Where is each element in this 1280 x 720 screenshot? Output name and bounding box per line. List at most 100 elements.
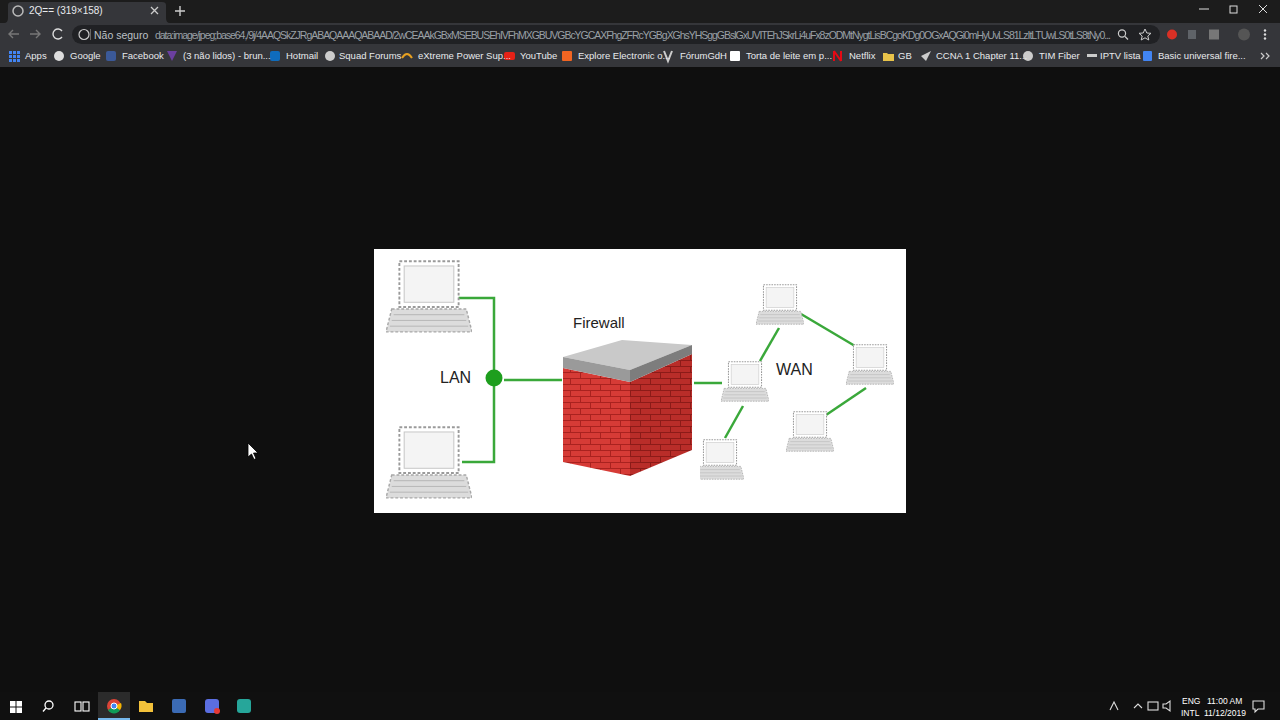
shape-path xyxy=(1261,53,1269,59)
network-link xyxy=(694,382,700,385)
bookmark: YouTube xyxy=(520,50,557,61)
task-view xyxy=(75,702,89,711)
close-window xyxy=(1259,5,1267,13)
shape-rect xyxy=(270,51,280,61)
app-icon xyxy=(172,699,186,713)
shape-path xyxy=(402,54,412,58)
app-icon xyxy=(237,699,251,713)
shape-rect xyxy=(106,51,116,61)
shape-path xyxy=(921,51,931,61)
shape-path xyxy=(834,51,841,61)
star-icon xyxy=(1139,29,1151,40)
shape-path xyxy=(167,51,177,61)
shape-rect xyxy=(730,51,740,61)
wan-laptop xyxy=(700,440,744,479)
shape-rect xyxy=(9,59,12,62)
wan-laptop xyxy=(846,345,894,384)
minimize xyxy=(1199,9,1209,10)
shape-rect xyxy=(13,59,16,62)
bookmark: Facebook xyxy=(122,50,164,61)
shape-circle xyxy=(107,699,121,713)
tab-icon xyxy=(13,6,23,16)
restore xyxy=(1230,6,1237,13)
shape-rect xyxy=(9,55,12,58)
wall-cap xyxy=(630,345,692,382)
forward-button xyxy=(30,30,40,38)
shape-path xyxy=(1163,701,1170,711)
wan-laptop xyxy=(786,412,834,451)
menu-icon xyxy=(1264,29,1266,39)
language-code: ENG xyxy=(1182,696,1200,706)
shape-rect xyxy=(17,51,20,54)
shape-rect xyxy=(1148,702,1158,710)
active-tab xyxy=(4,2,170,23)
shape-circle xyxy=(325,51,335,61)
bookmark: FórumGdH xyxy=(680,50,727,61)
bookmark: Netflix xyxy=(849,50,875,61)
bookmark: eXtreme Power Sup... xyxy=(418,50,511,61)
profile-icon xyxy=(1238,29,1250,41)
bookmark: Basic universal fire... xyxy=(1158,50,1246,61)
node-label: Firewall xyxy=(573,314,625,332)
lan-laptop xyxy=(386,261,472,332)
shape-path xyxy=(1134,704,1142,708)
shape-circle xyxy=(111,703,117,709)
shape-rect xyxy=(9,51,12,54)
active-indicator xyxy=(98,718,130,720)
junction-dot xyxy=(486,370,503,387)
tab-close xyxy=(151,7,158,14)
wan-laptop xyxy=(756,285,804,324)
active-app xyxy=(98,692,130,720)
shape-path xyxy=(826,388,866,415)
shape-path xyxy=(883,53,894,61)
shape-rect xyxy=(10,701,16,707)
shape-rect xyxy=(17,55,20,58)
mouse-cursor xyxy=(248,443,258,460)
app-icon xyxy=(205,699,219,713)
bookmark: (3 não lidos) - brun... xyxy=(183,50,271,61)
bookmark: Hotmail xyxy=(286,50,318,61)
bookmark: Google xyxy=(70,50,101,61)
bookmark: CCNA 1 Chapter 11... xyxy=(936,50,1027,61)
keyboard-layout: INTL xyxy=(1181,708,1199,718)
node-label: LAN xyxy=(440,368,471,387)
security-chip: Não seguro xyxy=(94,28,148,41)
shape-rect xyxy=(13,55,16,58)
shape-circle xyxy=(1264,37,1266,39)
shape-g xyxy=(9,51,20,62)
shape-path xyxy=(1110,702,1118,710)
shape-circle xyxy=(1264,33,1266,35)
bookmark: Squad Forums xyxy=(339,50,401,61)
tab-title: 2Q== (319×158) xyxy=(29,5,103,17)
shape-rect xyxy=(17,59,20,62)
wan-ring xyxy=(700,282,900,488)
new-tab xyxy=(175,6,185,16)
bookmarks-bar xyxy=(0,46,1280,67)
shape-circle xyxy=(1264,29,1266,31)
search-icon xyxy=(45,701,53,709)
shape-path xyxy=(700,382,722,385)
bookmark: Torta de leite em p... xyxy=(746,50,832,61)
node-label: WAN xyxy=(776,360,813,379)
bookmark-icons xyxy=(9,51,1269,62)
url-text: data:image/jpeg;base64,/9j/4AAQSkZJRgABA… xyxy=(155,28,1110,41)
reload-button xyxy=(53,29,62,39)
bookmark: GB xyxy=(898,50,912,61)
brick-wall xyxy=(562,312,694,480)
wall-cap xyxy=(563,357,630,382)
wan-links xyxy=(700,314,866,438)
shape-rect xyxy=(562,51,572,61)
bookmark: IPTV lista xyxy=(1100,50,1141,61)
search-icon xyxy=(43,708,46,712)
bookmark: TIM Fiber xyxy=(1039,50,1080,61)
shape-path xyxy=(801,314,855,346)
firewall-wall: Firewall xyxy=(562,312,694,480)
lan-laptop xyxy=(386,427,472,498)
zoom-icon xyxy=(1118,30,1125,37)
shape-path xyxy=(760,328,779,361)
extension-icon xyxy=(1167,30,1177,40)
image-frame xyxy=(374,249,906,513)
extension-icon xyxy=(1188,30,1196,39)
start-button xyxy=(10,701,22,713)
zoom-icon xyxy=(1125,37,1128,40)
